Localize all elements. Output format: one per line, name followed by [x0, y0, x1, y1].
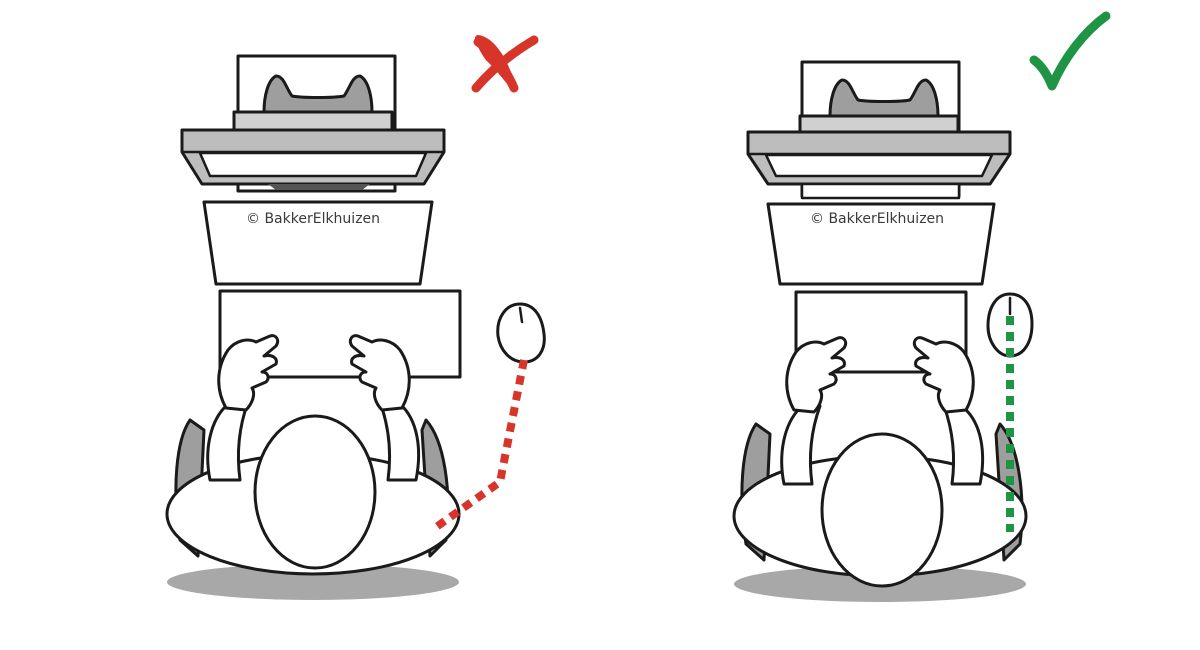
monitor-screen	[198, 151, 428, 178]
monitor-screen	[764, 153, 994, 178]
monitor-stand	[262, 74, 374, 114]
head	[253, 414, 377, 570]
hand-right	[348, 334, 411, 412]
hand-left	[217, 334, 280, 412]
panel-incorrect: © BakkerElkhuizen	[165, 35, 546, 600]
head	[820, 432, 944, 588]
desk-panel	[202, 200, 434, 286]
mouse-reach-path-wrong	[429, 359, 528, 534]
monitor-stand-base	[798, 114, 960, 134]
monitor-stand-base	[232, 110, 394, 132]
cross-mark-icon	[471, 35, 539, 93]
hand-right	[912, 336, 975, 414]
hand-left	[785, 336, 848, 414]
monitor-shadow	[268, 184, 370, 190]
desk-panel	[766, 202, 996, 286]
watermark-left: © BakkerElkhuizen	[246, 211, 380, 227]
watermark-right: © BakkerElkhuizen	[810, 211, 944, 227]
panel-correct: © BakkerElkhuizen	[732, 11, 1111, 602]
check-mark-icon	[1029, 11, 1111, 91]
floor-shadow	[167, 564, 459, 600]
monitor-stand	[828, 78, 940, 118]
